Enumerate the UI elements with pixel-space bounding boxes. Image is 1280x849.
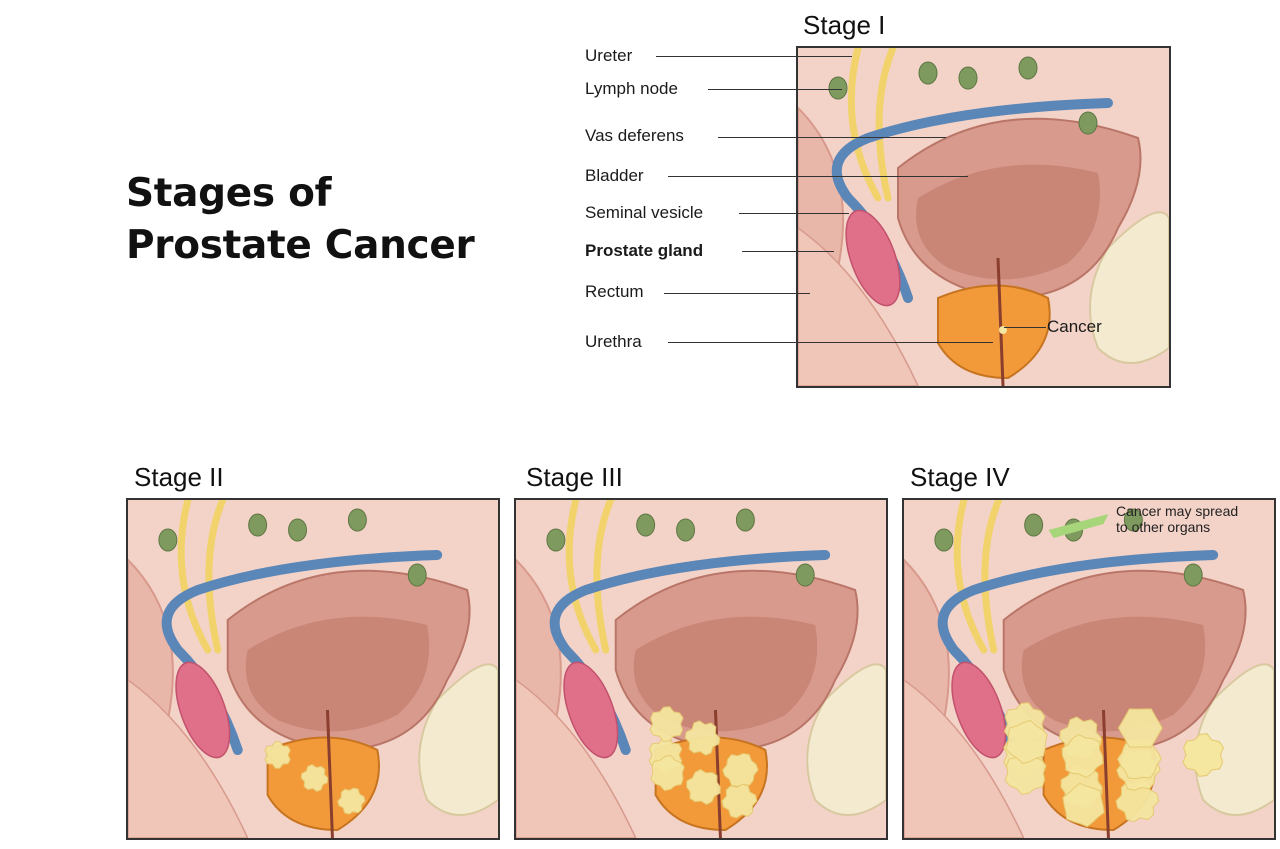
- spread-note-line-2: to other organs: [1116, 519, 1211, 535]
- lymph-node: [347, 508, 367, 532]
- label-vas-deferens: Vas deferens: [585, 126, 684, 145]
- lymph-node: [828, 76, 848, 100]
- leader-ureter: [656, 56, 852, 57]
- lymph-node: [1018, 56, 1038, 80]
- leader-bladder: [668, 176, 968, 177]
- spread-note-line-1: Cancer may spread: [1116, 503, 1239, 519]
- lymph-node: [934, 528, 954, 552]
- tumor: [686, 768, 721, 806]
- urethra-tube: [325, 709, 334, 838]
- stage-4-spread-note: Cancer may spread to other organs: [1116, 503, 1238, 535]
- bladder-lumen: [633, 616, 818, 732]
- lymph-node: [735, 508, 755, 532]
- seminal-vesicle: [175, 661, 231, 759]
- lymph-node: [918, 61, 938, 85]
- label-bladder: Bladder: [585, 166, 644, 185]
- stage-4-panel: [902, 498, 1276, 840]
- ureter-tube-2: [981, 500, 1003, 654]
- tumor: [1117, 708, 1163, 748]
- tumor: [1061, 733, 1104, 779]
- ureter-tube: [565, 500, 600, 654]
- lymph-node: [288, 518, 308, 542]
- ureter-tube-2: [205, 500, 227, 654]
- urethra-tube: [713, 709, 722, 838]
- lymph-node: [1024, 513, 1044, 537]
- urethra-tube: [996, 257, 1005, 386]
- stage-2-label: Stage II: [134, 462, 224, 492]
- prostate-gland: [937, 284, 1051, 380]
- tumor: [264, 741, 291, 769]
- urethra-tube: [1101, 709, 1110, 838]
- label-ureter: Ureter: [585, 46, 633, 65]
- stage-3-illustration: [516, 500, 886, 838]
- leader-rectum: [664, 293, 810, 294]
- rectum-wall: [516, 679, 637, 838]
- tumor: [722, 752, 759, 788]
- stage-1-label: Stage I: [803, 10, 886, 40]
- tumor: [649, 706, 684, 742]
- lymph-node: [636, 513, 656, 537]
- stage-4-illustration: [904, 500, 1274, 838]
- lymph-node: [407, 563, 427, 587]
- title-line-1: Stages of: [126, 171, 332, 216]
- pubic-bone: [1089, 211, 1169, 364]
- tumor: [1005, 719, 1048, 765]
- ureter-tube: [953, 500, 988, 654]
- lymph-node: [158, 528, 178, 552]
- rectum-wall: [904, 679, 1025, 838]
- label-lymph-node: Lymph node: [585, 79, 678, 98]
- label-urethra: Urethra: [585, 332, 642, 351]
- diagram-title: Stages of Prostate Cancer: [126, 168, 475, 272]
- pubic-bone: [806, 663, 886, 816]
- tumor: [337, 787, 366, 815]
- stage-1-illustration: [798, 48, 1169, 386]
- tumor: [1062, 782, 1105, 828]
- ureter-tube-2: [593, 500, 615, 654]
- lymph-node: [1123, 508, 1143, 532]
- leader-urethra: [668, 342, 993, 343]
- title-line-2: Prostate Cancer: [126, 223, 475, 268]
- tumor: [650, 754, 685, 792]
- lymph-node: [546, 528, 566, 552]
- lymph-node: [1078, 111, 1098, 135]
- seminal-vesicle: [951, 661, 1007, 759]
- stage-4-label: Stage IV: [910, 462, 1010, 492]
- tumor: [300, 764, 329, 792]
- ureter-tube: [177, 500, 212, 654]
- stage-3-panel: [514, 498, 888, 840]
- label-prostate-gland: Prostate gland: [585, 241, 704, 260]
- seminal-vesicle: [845, 209, 901, 307]
- pubic-bone: [418, 663, 498, 816]
- ureter-tube-2: [875, 48, 897, 202]
- lymph-node: [676, 518, 696, 542]
- tumor: [1182, 733, 1225, 777]
- stage-3-label: Stage III: [526, 462, 623, 492]
- leader-vas-deferens: [718, 137, 946, 138]
- lymph-node: [248, 513, 268, 537]
- tumor: [684, 720, 721, 756]
- bladder-lumen: [1021, 616, 1206, 732]
- leader-cancer: [1004, 327, 1046, 328]
- leader-seminal-vesicle: [739, 213, 849, 214]
- tumor: [999, 326, 1007, 334]
- rectum-wall: [128, 679, 249, 838]
- stage-2-panel: [126, 498, 500, 840]
- leader-lymph-node: [708, 89, 842, 90]
- seminal-vesicle: [563, 661, 619, 759]
- tumor: [721, 783, 758, 819]
- label-seminal-vesicle: Seminal vesicle: [585, 203, 704, 222]
- label-cancer: Cancer: [1047, 317, 1102, 336]
- rectum-wall: [798, 227, 919, 386]
- bladder-lumen: [245, 616, 430, 732]
- lymph-node: [1183, 563, 1203, 587]
- stage-1-panel: [796, 46, 1171, 388]
- leader-prostate-gland: [742, 251, 834, 252]
- ureter-tube: [847, 48, 882, 202]
- spread-arrow: [1048, 514, 1109, 538]
- lymph-node: [795, 563, 815, 587]
- label-rectum: Rectum: [585, 282, 644, 301]
- bladder-lumen: [916, 164, 1100, 280]
- lymph-node: [958, 66, 978, 90]
- stage-2-illustration: [128, 500, 498, 838]
